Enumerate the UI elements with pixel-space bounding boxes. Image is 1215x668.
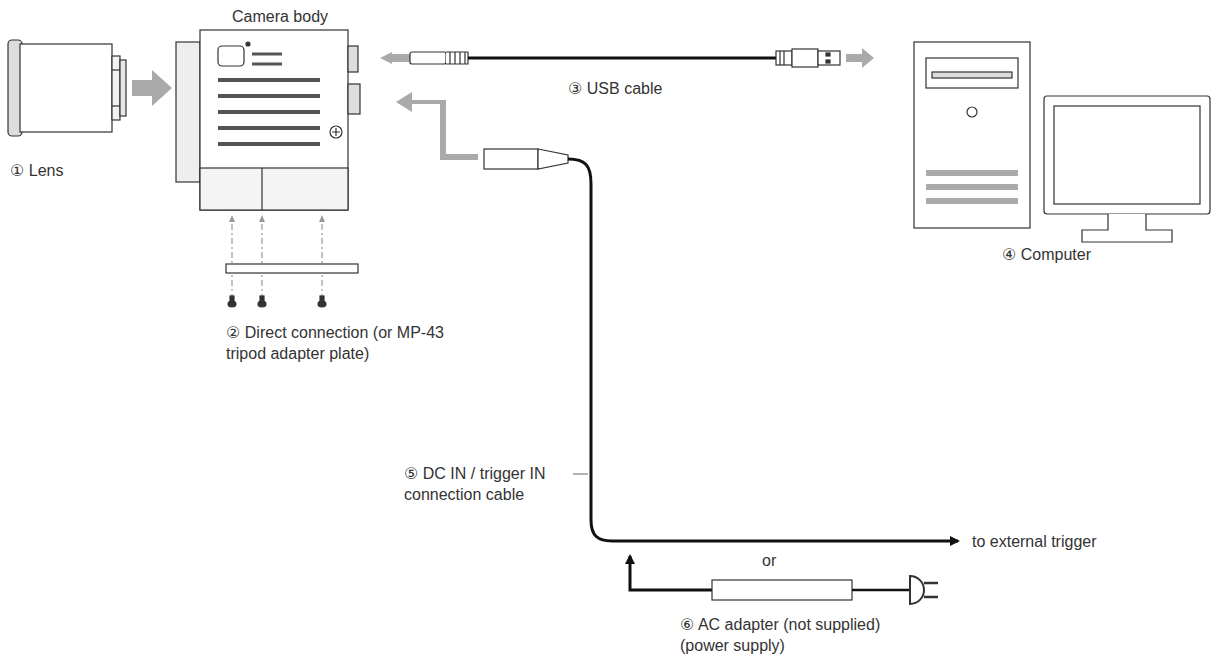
tripod-plate: [226, 216, 358, 307]
signal-label: to external trigger: [972, 531, 1152, 552]
usb-cable: [380, 48, 874, 68]
dc-arrow: [396, 92, 478, 160]
callout-label: ⑤ DC IN / trigger IN connection cable: [404, 463, 570, 505]
callout-label: ④ Computer: [1002, 244, 1162, 265]
dc-cable: [484, 149, 958, 604]
camera-body: [176, 30, 360, 210]
callout-label: ② Direct connection (or MP-43 tripod ada…: [226, 322, 476, 364]
mount-arrow: [132, 70, 172, 106]
callout-label: ③ USB cable: [568, 78, 718, 99]
callout-label: ① Lens: [10, 160, 120, 181]
callout-label: ⑥ AC adapter (not supplied) (power suppl…: [680, 614, 898, 656]
computer: [914, 42, 1210, 242]
note: or: [762, 550, 802, 571]
part-name: Camera body: [232, 6, 372, 27]
lens: [8, 40, 126, 136]
